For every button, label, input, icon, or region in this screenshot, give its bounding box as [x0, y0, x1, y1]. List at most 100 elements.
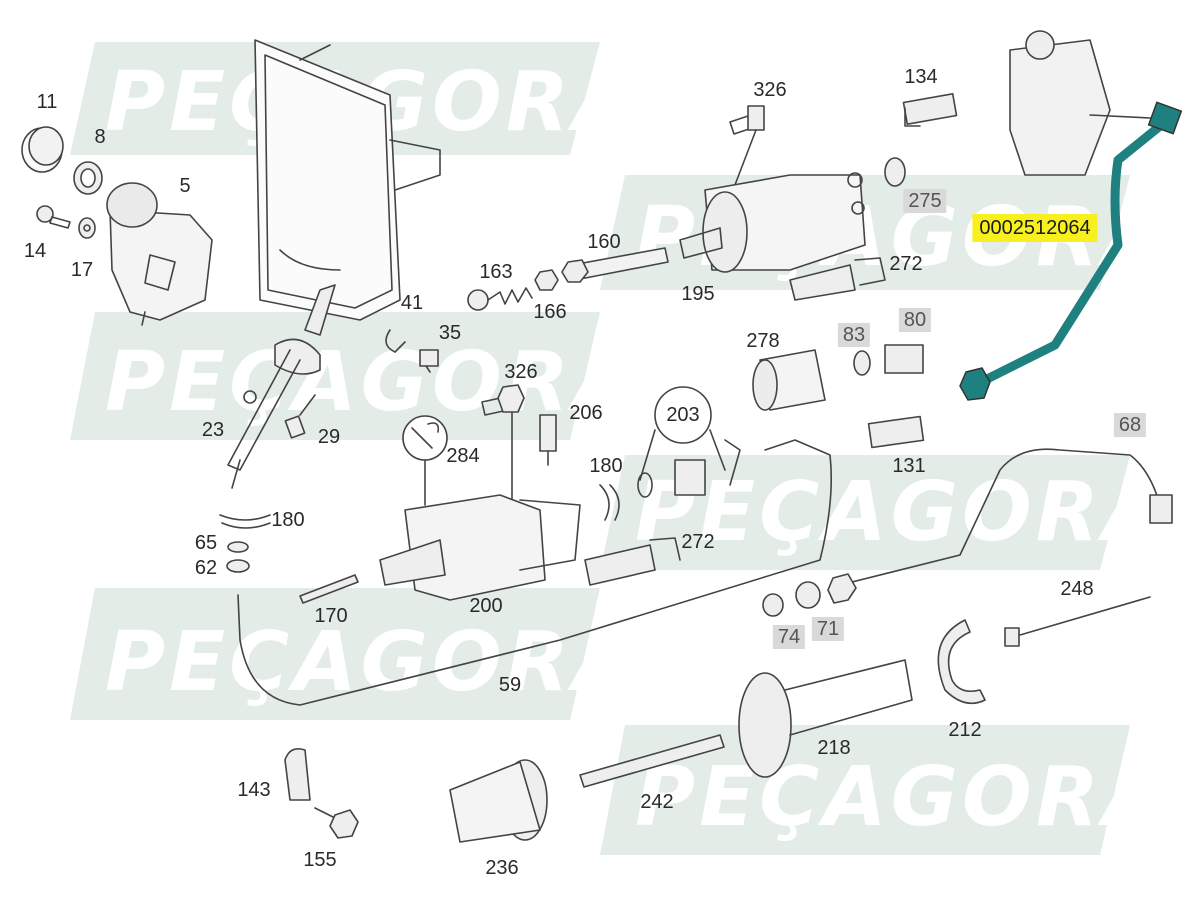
label-part-83: 83 [837, 323, 871, 347]
label-part-272-bottom: 272 [681, 531, 715, 553]
bolt-part-326-mid [481, 384, 525, 501]
label-part-195: 195 [681, 283, 715, 305]
rod-part-160 [561, 247, 669, 283]
label-part-17: 17 [70, 259, 94, 281]
rod-part-248 [1004, 596, 1151, 647]
label-part-180-a: 180 [589, 455, 623, 477]
washer-part-65 [227, 541, 249, 553]
seal-part-8 [73, 161, 103, 195]
callout-part-203 [637, 386, 741, 498]
label-part-248: 248 [1060, 578, 1094, 600]
bellows-part-236 [449, 759, 548, 843]
master-cylinder-part-23 [227, 284, 336, 489]
watermark-layer: PEÇAGORA PEÇAGORA PEÇAGORA PEÇAGORA PEÇA… [70, 42, 1170, 855]
label-part-278: 278 [746, 330, 780, 352]
washer-part-17 [78, 217, 96, 239]
spacer-part-278 [752, 349, 826, 411]
label-part-326-top: 326 [753, 79, 787, 101]
label-part-41: 41 [400, 292, 424, 314]
label-part-143: 143 [237, 779, 271, 801]
label-part-160: 160 [587, 231, 621, 253]
label-part-200: 200 [469, 595, 503, 617]
pin-part-170 [299, 574, 359, 604]
clip-part-180-a [599, 484, 620, 521]
highlighted-part-number[interactable]: 0002512064 [972, 214, 1098, 242]
label-part-180-b: 180 [271, 509, 305, 531]
ring-part-275 [884, 157, 906, 187]
fitting-part-272-bottom [584, 537, 681, 586]
spring-part-163 [467, 287, 533, 311]
clutch-servo-part-200 [379, 494, 581, 601]
label-part-71: 71 [811, 617, 845, 641]
tube-part-59 [237, 439, 833, 706]
label-part-155: 155 [303, 849, 337, 871]
nut-part-166 [534, 269, 559, 291]
reservoir-part-5 [106, 182, 213, 326]
highlighted-tube-part[interactable] [980, 117, 1170, 385]
clip-part-41 [385, 329, 406, 353]
label-part-212: 212 [948, 719, 982, 741]
nut-part-71-b [827, 573, 857, 604]
rod-part-242 [579, 734, 725, 788]
fitting-part-71 [795, 581, 821, 609]
label-part-275: 275 [903, 189, 947, 213]
watermark-5: PEÇAGORA [105, 615, 640, 710]
screw-part-29 [284, 394, 316, 439]
wrench-icon [402, 415, 448, 506]
label-part-131: 131 [892, 455, 926, 477]
clip-part-180-b [219, 514, 271, 529]
union-part-80 [884, 344, 924, 374]
label-part-284: 284 [446, 445, 480, 467]
label-part-236: 236 [485, 857, 519, 879]
clamp-part-212 [937, 619, 986, 705]
highlighted-tube-nut-bottom [959, 367, 991, 401]
fitting-part-74 [762, 593, 784, 617]
fitting-part-134 [902, 93, 958, 127]
label-part-23: 23 [201, 419, 225, 441]
label-part-170: 170 [314, 605, 348, 627]
label-part-74: 74 [772, 625, 806, 649]
bolt-part-326-top [729, 105, 765, 191]
label-part-272-top: 272 [889, 253, 923, 275]
label-part-62: 62 [194, 557, 218, 579]
cap-part-11 [21, 126, 64, 173]
highlighted-tube-nut-top [1147, 101, 1183, 135]
watermark-6: PEÇAGORA [635, 750, 1170, 845]
label-part-218: 218 [817, 737, 851, 759]
label-part-206: 206 [569, 402, 603, 424]
bolt-part-155 [314, 807, 359, 839]
label-part-203: 203 [666, 404, 700, 426]
bleeder-part-206 [539, 414, 557, 466]
pin-part-35 [419, 349, 439, 373]
watermark-3: PEÇAGORA [105, 335, 640, 430]
label-part-11: 11 [36, 91, 58, 113]
fitting-part-272-top [789, 257, 886, 301]
label-part-29: 29 [317, 426, 341, 448]
watermark-4: PEÇAGORA [635, 465, 1170, 560]
label-part-65: 65 [194, 532, 218, 554]
label-part-5: 5 [179, 175, 191, 197]
clip-part-143 [284, 747, 311, 801]
servo-part-195 [679, 172, 866, 273]
label-part-68: 68 [1113, 413, 1147, 437]
tube-part-68-end [1149, 494, 1173, 524]
washer-part-62 [226, 559, 250, 573]
fitting-part-131 [867, 415, 925, 449]
label-part-134: 134 [904, 66, 938, 88]
washer-part-83 [853, 350, 871, 376]
label-part-59: 59 [498, 674, 522, 696]
tube-part-68 [839, 448, 1161, 586]
label-part-163: 163 [479, 261, 513, 283]
label-part-80: 80 [898, 308, 932, 332]
screw-part-14 [36, 205, 71, 229]
label-part-242: 242 [640, 791, 674, 813]
label-part-35: 35 [438, 322, 462, 344]
label-part-326-mid: 326 [504, 361, 538, 383]
pedal-bracket-plate [254, 39, 441, 321]
boot-part-218 [738, 659, 913, 778]
label-part-8: 8 [94, 126, 106, 148]
label-part-166: 166 [533, 301, 567, 323]
label-part-14: 14 [23, 240, 47, 262]
valve-assembly [1009, 30, 1151, 176]
